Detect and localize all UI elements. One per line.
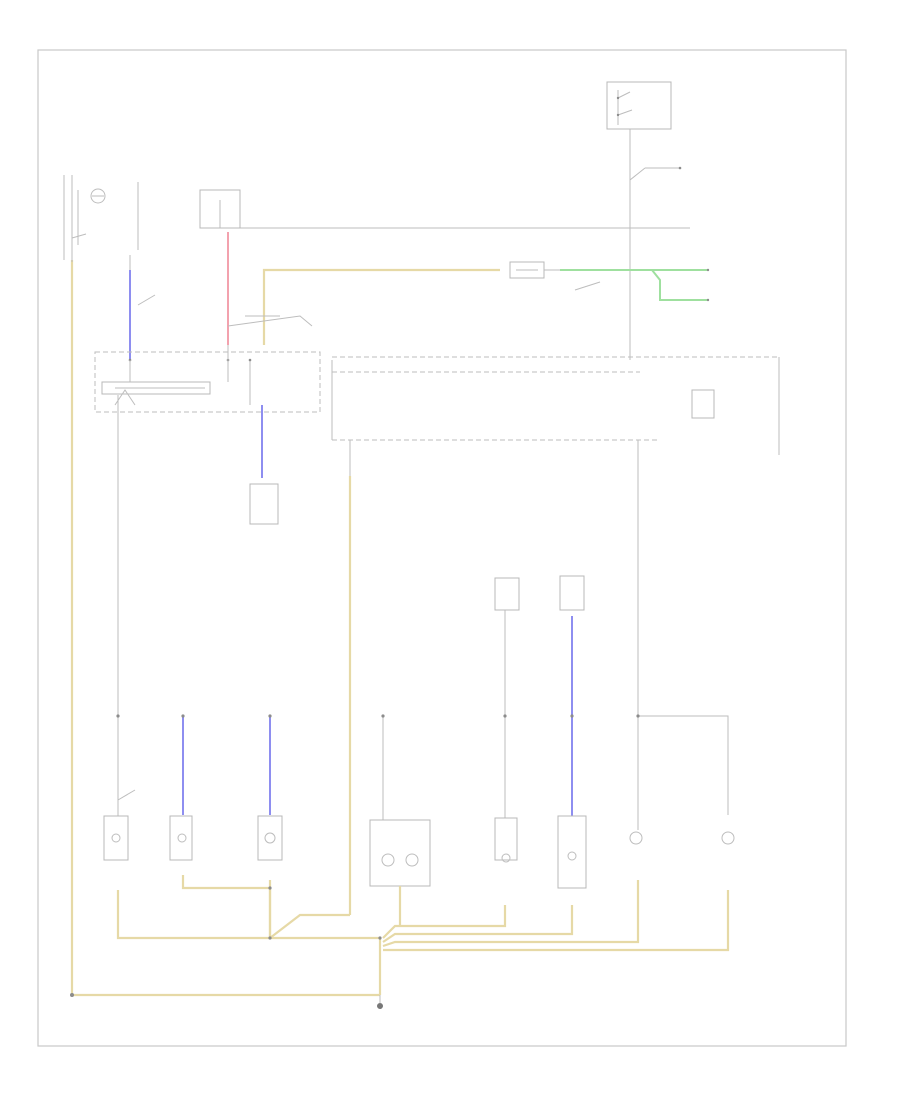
- green-wire-branch: [651, 269, 708, 301]
- ground-bus-left: [116, 890, 270, 940]
- lamp-7: [629, 831, 643, 845]
- ground-wire-lamp5: [382, 905, 507, 939]
- lamp-1: [103, 789, 136, 861]
- ignition-switch-component: [606, 81, 672, 130]
- electronic-module: [331, 356, 780, 455]
- ground-symbol: [377, 995, 383, 1009]
- ground-wire-lamp3: [268, 880, 380, 940]
- hot-at-all-times-fuse: [199, 189, 241, 229]
- lamp-2: [169, 815, 193, 861]
- ground-wire-center: [269, 913, 350, 939]
- lamp-6: [557, 815, 587, 889]
- ground-wire-lamp2: [181, 875, 272, 938]
- ground-wire-lamp6: [382, 905, 574, 943]
- diagram-frame: [37, 49, 847, 1047]
- tan-wire-top: [262, 268, 500, 345]
- generator-component: [249, 483, 279, 525]
- lamp-8: [721, 831, 735, 845]
- ground-wire-lamp7: [382, 880, 640, 948]
- lamp-5: [494, 817, 518, 863]
- mid-switch-2: [559, 575, 585, 611]
- ground-wire-lamp8: [383, 890, 730, 952]
- mid-switch-1: [494, 577, 520, 611]
- left-lamp-switch: [63, 175, 139, 260]
- lamp-3: [257, 815, 283, 861]
- left-module: [94, 351, 321, 413]
- lamp-4-dual: [369, 819, 431, 887]
